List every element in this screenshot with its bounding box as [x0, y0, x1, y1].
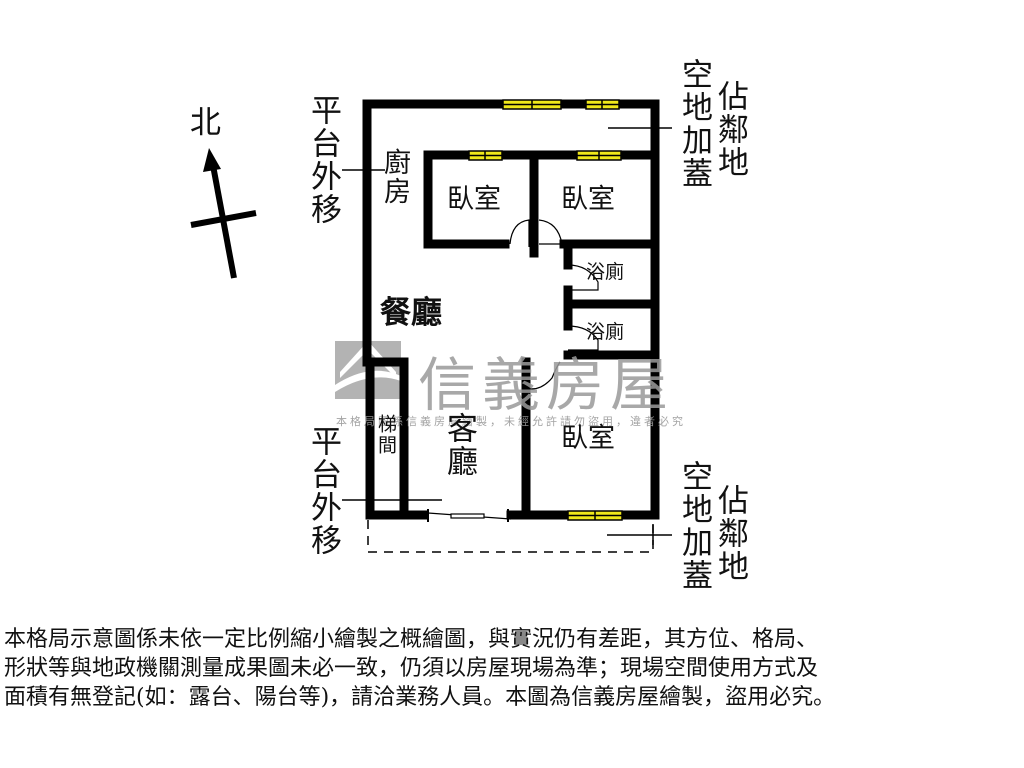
north-arrow-icon	[190, 148, 257, 279]
room-bedroom-1: 臥室	[447, 184, 501, 215]
label-platform-top: 平台外移	[305, 94, 341, 226]
disclaimer-line: 本格局示意圖係未依一定比例縮小繪製之概繪圖，與實況仍有差距，其方位、格局、	[4, 627, 819, 652]
label-annex-top-a: 空地加蓋	[676, 58, 712, 190]
doors	[427, 219, 599, 522]
compass-label: 北	[190, 105, 221, 141]
disclaimer-line: 形狀等與地政機關測量成果圖未必一致，仍須以房屋現場為準；現場空間使用方式及	[4, 656, 819, 681]
label-annex-top-b: 佔鄰地	[712, 80, 748, 179]
label-platform-bottom: 平台外移	[305, 425, 341, 557]
disclaimer: 本格局示意圖係未依一定比例縮小繪製之概繪圖，與實況仍有差距，其方位、格局、 形狀…	[4, 625, 1024, 712]
room-bath-1: 浴廁	[586, 261, 625, 283]
annotation-lines	[342, 127, 672, 553]
room-bedroom-2: 臥室	[561, 184, 615, 215]
windows	[468, 99, 623, 521]
room-stair: 梯間	[375, 414, 397, 456]
disclaimer-line: 面積有無登記(如：露台、陽台等)，請洽業務人員。本圖為信義房屋繪製，盜用必究。	[4, 685, 836, 710]
watermark-brand: 信義房屋	[418, 351, 675, 419]
room-living: 客廳	[441, 412, 477, 478]
label-annex-bottom-b: 佔鄰地	[712, 484, 748, 583]
room-dining: 餐廳	[380, 295, 442, 331]
room-bath-2: 浴廁	[586, 321, 625, 343]
label-annex-bottom-a: 空地加蓋	[676, 460, 712, 592]
watermark-notice: 本格局圖係信義房屋繪製，未經允許請勿盜用，違者必究	[336, 415, 686, 428]
room-kitchen: 廚房	[379, 148, 410, 206]
room-bedroom-3: 臥室	[561, 423, 615, 454]
